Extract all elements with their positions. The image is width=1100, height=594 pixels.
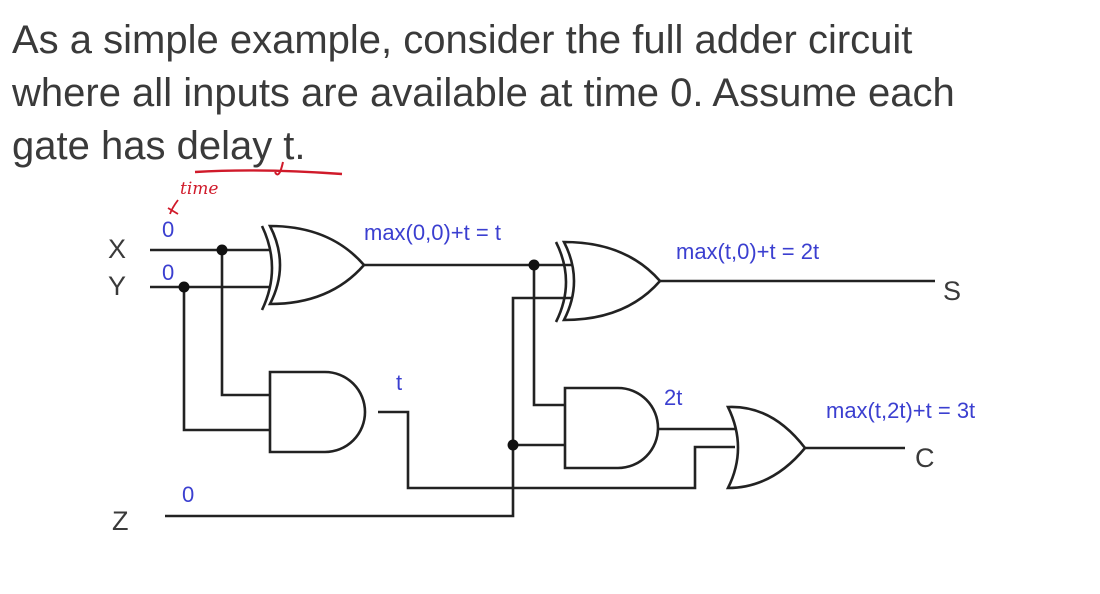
time-annotation: time: [180, 179, 218, 199]
input-y-time: 0: [162, 260, 174, 285]
intro-line-2: where all inputs are available at time 0…: [12, 71, 955, 115]
junction-dot: [528, 259, 540, 271]
and-gate-1: [268, 370, 367, 454]
and2-timing-label: 2t: [664, 385, 682, 410]
input-x-time: 0: [162, 217, 174, 242]
or-timing-label: max(t,2t)+t = 3t: [826, 398, 975, 423]
input-z-label: Z: [112, 506, 129, 536]
input-x-label: X: [108, 234, 126, 264]
or-gate: [725, 405, 807, 490]
intro-line-3: gate has delay t.: [12, 124, 306, 168]
output-s-label: S: [943, 276, 961, 306]
input-y-label: Y: [108, 271, 126, 301]
xor1-timing-label: max(0,0)+t = t: [364, 220, 501, 245]
xor-gate-2: [554, 240, 662, 323]
junction-dot: [507, 439, 519, 451]
time-arrow-icon: [167, 199, 179, 215]
underline-tick: [274, 161, 284, 176]
input-z-time: 0: [182, 482, 194, 507]
junction-dot: [216, 244, 228, 256]
xor-gate-1: [260, 224, 366, 311]
junction-dot: [178, 281, 190, 293]
and-gate-2: [563, 386, 660, 470]
and1-timing-label: t: [396, 370, 402, 395]
xor2-timing-label: max(t,0)+t = 2t: [676, 239, 819, 264]
output-c-label: C: [915, 443, 935, 473]
underline-annotation: [194, 169, 343, 176]
wires: [150, 248, 935, 518]
intro-text: As a simple example, consider the full a…: [12, 14, 1092, 173]
intro-line-1: As a simple example, consider the full a…: [12, 18, 913, 62]
